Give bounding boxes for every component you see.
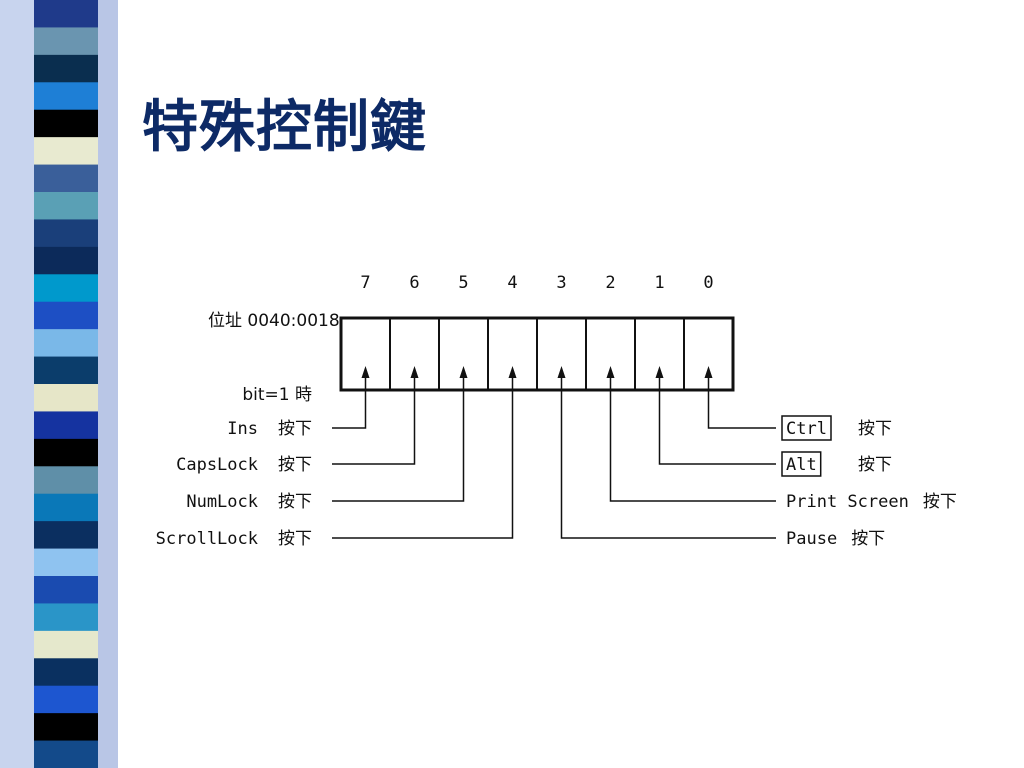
stripe-block — [34, 164, 98, 193]
connector-line — [609, 376, 776, 502]
key-name-label: Alt — [786, 455, 817, 475]
bit-number: 0 — [703, 273, 713, 293]
arrow-head — [655, 366, 664, 378]
key-action-label: 按下 — [278, 492, 312, 512]
stripe-block — [34, 630, 98, 659]
stripe-block — [34, 109, 98, 138]
key-box — [781, 451, 822, 477]
stripe-block — [34, 411, 98, 440]
stripe-block — [34, 576, 98, 604]
key-action-label: 按下 — [278, 455, 312, 475]
stripe-block — [34, 219, 98, 248]
arrow-head — [508, 366, 517, 378]
key-name-label: Pause — [786, 529, 837, 549]
key-name-label: Ins — [227, 419, 258, 439]
stripe-block — [34, 0, 98, 28]
arrow-head — [557, 366, 566, 378]
stripe-block — [34, 27, 98, 56]
slide-title: 特殊控制鍵 — [142, 95, 427, 160]
stripe-block — [34, 658, 98, 687]
stripe-block — [34, 301, 98, 330]
key-name-label: Print Screen — [786, 492, 909, 512]
key-name-label: ScrollLock — [156, 529, 258, 549]
connector-line — [707, 376, 776, 429]
bit-number: 5 — [458, 273, 468, 293]
stripe-block — [34, 740, 98, 768]
decorative-stripe — [0, 0, 118, 768]
arrow-head — [606, 366, 615, 378]
key-action-label: 按下 — [278, 419, 312, 439]
bit-number: 4 — [507, 273, 517, 293]
connector-line — [332, 376, 416, 465]
address-label: 位址 0040:0018 — [208, 311, 340, 331]
key-action-label: 按下 — [858, 419, 892, 439]
stripe-block — [34, 438, 98, 467]
stripe-block — [34, 521, 98, 550]
stripe-block — [34, 384, 98, 412]
key-action-label: 按下 — [858, 455, 892, 475]
bit-number: 7 — [360, 273, 370, 293]
connector-line — [658, 376, 776, 465]
arrow-head — [459, 366, 468, 378]
arrow-head — [410, 366, 419, 378]
key-name-label: NumLock — [186, 492, 258, 512]
key-action-label: 按下 — [923, 492, 957, 512]
connector-line — [332, 376, 367, 429]
key-box — [781, 415, 832, 441]
stripe-block — [34, 246, 98, 275]
stripe-block — [34, 192, 98, 220]
stripe-edge — [98, 0, 118, 768]
arrow-head — [704, 366, 713, 378]
stripe-block — [34, 685, 98, 714]
key-labels: 按下 Ins 按下 CapsLock 按下 NumLock 按下 ScrollLock Paus… — [156, 415, 957, 549]
stripe-block — [34, 274, 98, 303]
stripe-block — [34, 603, 98, 632]
bit-number-row: 7 6 5 4 3 2 1 0 — [360, 273, 713, 293]
stripe-block — [34, 493, 98, 522]
arrow-head — [361, 366, 370, 378]
key-name-label: Ctrl — [786, 419, 827, 439]
stripe-block — [34, 356, 98, 385]
bit-connectors — [332, 366, 776, 539]
bit-number: 2 — [605, 273, 615, 293]
stripe-block — [34, 137, 98, 166]
bit-number: 3 — [556, 273, 566, 293]
key-action-label: 按下 — [851, 529, 885, 549]
connector-line — [332, 376, 465, 502]
key-name-label: CapsLock — [176, 455, 258, 475]
connector-line — [560, 376, 776, 539]
condition-label: bit=1 時 — [242, 385, 312, 405]
stripe-block — [34, 329, 98, 358]
connector-line — [332, 376, 514, 539]
stripe-block — [34, 82, 98, 111]
stripe-block — [34, 713, 98, 742]
bit-number: 6 — [409, 273, 419, 293]
register-cell-dividers — [389, 318, 685, 390]
stripe-block — [34, 466, 98, 495]
key-action-label: 按下 — [278, 529, 312, 549]
stripe-block — [34, 54, 98, 83]
stripe-block — [34, 548, 98, 577]
bit-number: 1 — [654, 273, 664, 293]
